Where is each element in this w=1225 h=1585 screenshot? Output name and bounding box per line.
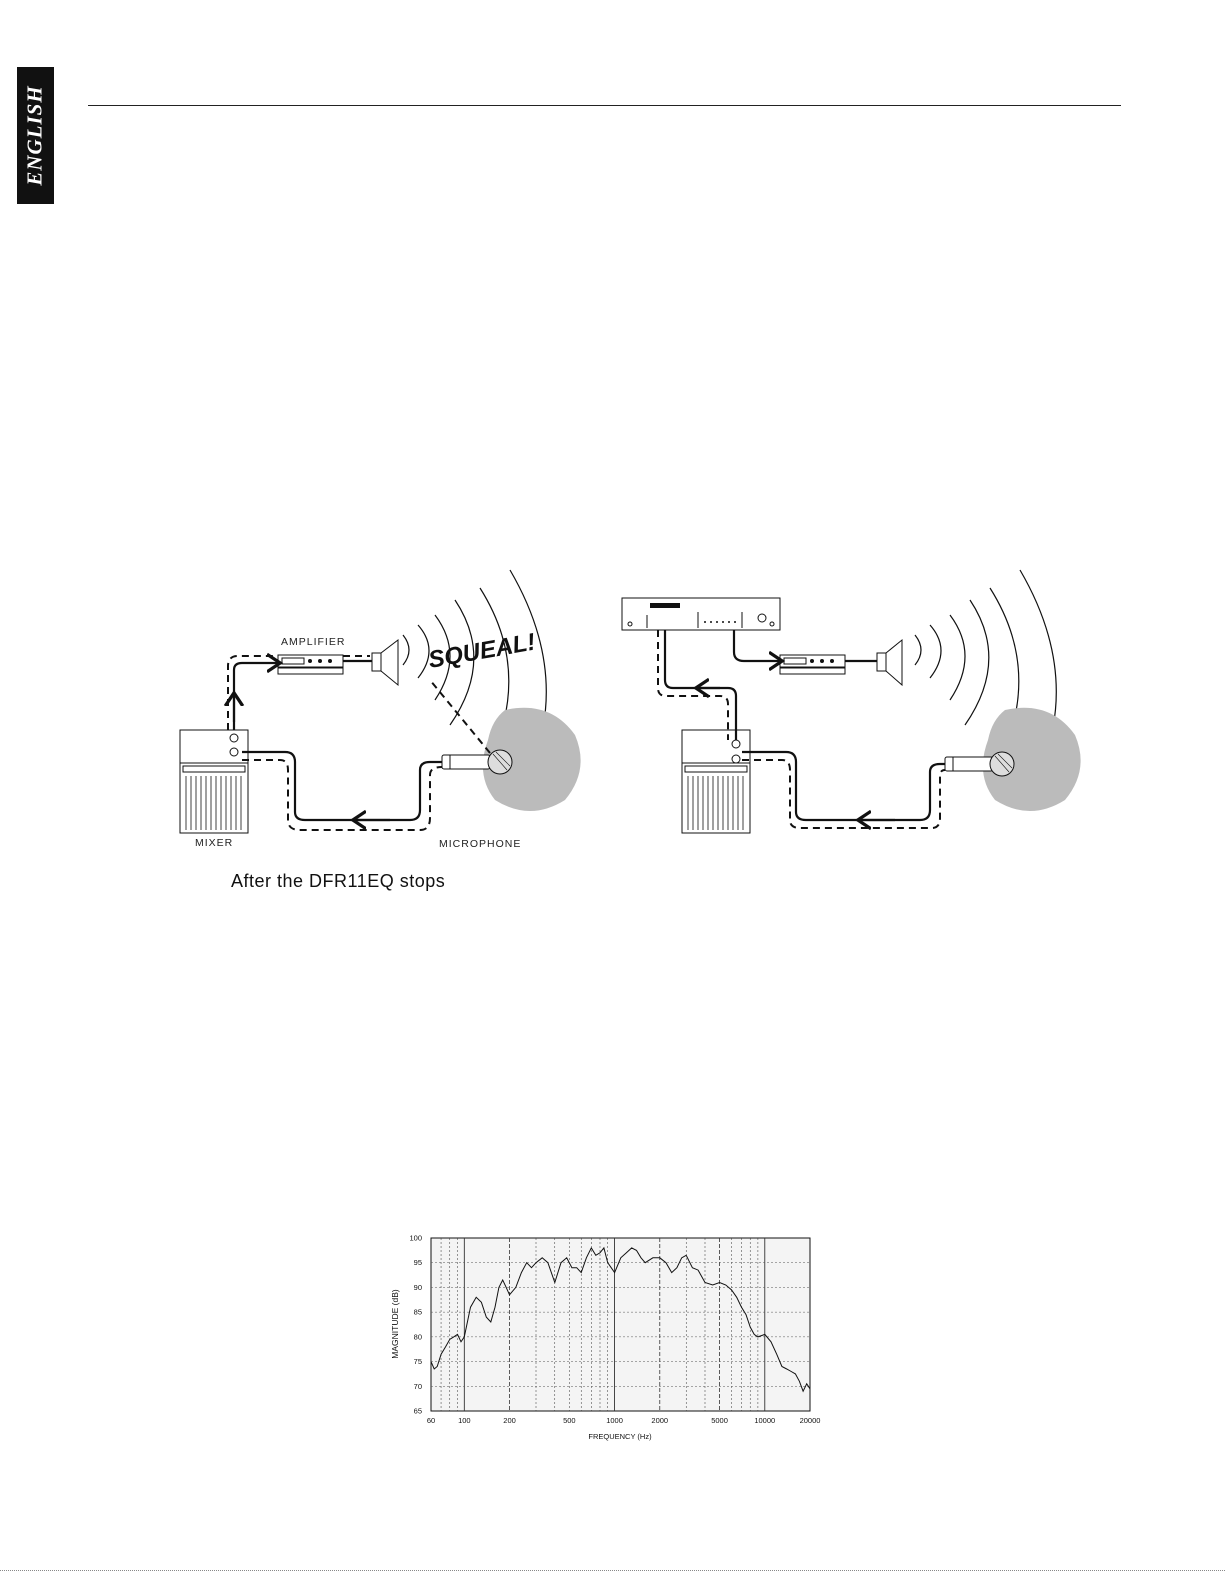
- mixer-left-icon: [180, 730, 248, 833]
- y-tick-label: 100: [409, 1234, 422, 1243]
- figure-caption: After the DFR11EQ stops: [231, 871, 445, 892]
- frequency-response-chart: 60 100 200 500 1000 2000 5000 10000 20000 100 95 9…: [380, 1225, 830, 1450]
- y-tick-label: 80: [414, 1332, 422, 1341]
- x-tick-label: 10000: [754, 1416, 775, 1425]
- microphone-label: MICROPHONE: [439, 838, 521, 850]
- y-axis-label: MAGNITUDE (dB): [390, 1289, 400, 1359]
- microphone-right-icon: [945, 752, 1014, 776]
- left-scene: SQUEAL!: [180, 570, 581, 833]
- x-tick-label: 20000: [800, 1416, 821, 1425]
- frequency-response-svg: 60 100 200 500 1000 2000 5000 10000 20000 100 95 9…: [380, 1225, 830, 1450]
- language-tab: ENGLISH: [17, 67, 54, 204]
- header-rule: [88, 105, 1121, 106]
- mixer-right-icon: [682, 730, 750, 833]
- y-tick-label: 75: [414, 1357, 422, 1366]
- x-tick-label: 1000: [606, 1416, 623, 1425]
- y-tick-label: 95: [414, 1258, 422, 1267]
- y-tick-label: 90: [414, 1283, 422, 1292]
- y-tick-label: 85: [414, 1308, 422, 1317]
- language-tab-label: ENGLISH: [23, 85, 48, 185]
- x-tick-label: 2000: [651, 1416, 668, 1425]
- cables-left: [234, 661, 442, 820]
- x-tick-label: 60: [427, 1416, 435, 1425]
- feedback-diagram: SQUEAL!: [150, 560, 1100, 860]
- x-axis-label: FREQUENCY (Hz): [588, 1432, 652, 1441]
- microphone-left-icon: [442, 750, 512, 774]
- y-tick-labels: 100 95 90 85 80 75 70 65: [409, 1234, 422, 1416]
- y-tick-label: 65: [414, 1407, 422, 1416]
- squeal-label: SQUEAL!: [426, 629, 537, 674]
- plot-area: [431, 1238, 810, 1411]
- x-tick-label: 5000: [711, 1416, 728, 1425]
- x-tick-label: 100: [458, 1416, 471, 1425]
- footer-rule: [0, 1570, 1225, 1571]
- amplifier-left-icon: [278, 655, 343, 674]
- x-tick-label: 200: [503, 1416, 516, 1425]
- signal-path-left: [228, 656, 490, 830]
- mixer-label: MIXER: [195, 837, 233, 849]
- speaker-left-icon: [372, 640, 398, 685]
- speaker-right-icon: [877, 640, 902, 685]
- y-tick-label: 70: [414, 1382, 422, 1391]
- x-tick-labels: 60 100 200 500 1000 2000 5000 10000 20000: [427, 1416, 821, 1425]
- feedback-diagram-svg: SQUEAL!: [150, 560, 1100, 860]
- amplifier-label: AMPLIFIER: [281, 636, 345, 648]
- amplifier-right-icon: [780, 655, 845, 674]
- dfr11eq-unit-icon: [622, 598, 780, 630]
- x-tick-label: 500: [563, 1416, 576, 1425]
- right-scene: [622, 570, 1081, 833]
